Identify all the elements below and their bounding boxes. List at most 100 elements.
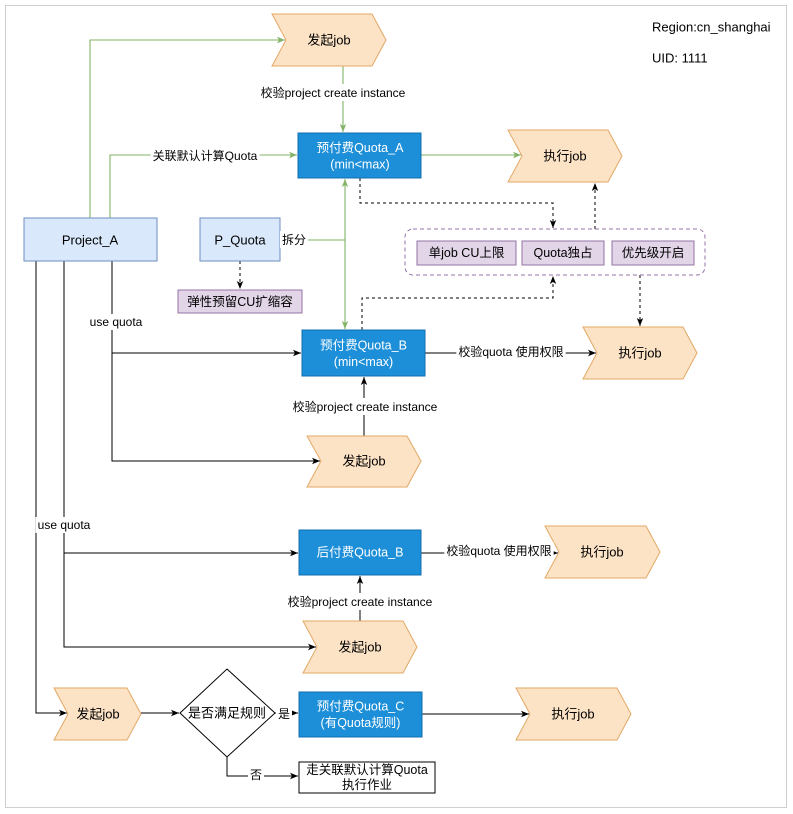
edge-label-split: 拆分	[279, 231, 309, 248]
prepaid-quota-b-title: 预付费Quota_B	[320, 339, 407, 353]
start-job-shape	[271, 13, 387, 67]
postpaid-quota-b-label: 后付费Quota_B	[317, 546, 404, 560]
exec-job-node-1: 执行job	[507, 129, 623, 183]
edge-project-a-to-start-job-1	[89, 36, 285, 218]
edge-label-bg	[275, 706, 293, 722]
rule-check-label: 是否满足规则	[188, 706, 266, 721]
edge-label-text: 拆分	[282, 232, 306, 247]
edge-label-verify-project-3: 校验project create instance	[285, 593, 435, 610]
prepaid-quota-a-subtitle: (min<max)	[330, 158, 389, 172]
start-job-label: 发起job	[307, 33, 350, 48]
elastic-cu-box	[177, 289, 303, 314]
edge-label-bg	[285, 593, 435, 610]
start-job-label: 发起job	[76, 707, 119, 722]
p-quota-node: P_Quota	[199, 217, 281, 262]
default-quota-job-node: 走关联默认计算Quota 执行作业	[298, 761, 436, 794]
exec-job-shape	[582, 326, 698, 380]
exec-job-shape	[544, 525, 661, 579]
prepaid-quota-c-title: 预付费Quota_C	[317, 700, 405, 714]
start-job-node-1: 发起job	[271, 13, 387, 67]
exec-job-node-3: 执行job	[544, 525, 661, 579]
elastic-cu-node: 弹性预留CU扩缩容	[177, 289, 303, 314]
prepaid-quota-c-box	[298, 691, 423, 738]
exec-job-label: 执行job	[543, 149, 586, 164]
start-job-shape	[306, 435, 422, 488]
edge-label-bg	[258, 84, 408, 101]
edge-quota-a-to-policies	[359, 178, 557, 228]
edge-label-link-default-quota: 关联默认计算Quota	[150, 147, 260, 164]
edge-label-text: 关联默认计算Quota	[153, 148, 258, 163]
uid-label: UID: 1111	[652, 51, 708, 66]
project-a-box	[23, 217, 158, 262]
start-job-node-4: 发起job	[53, 687, 142, 741]
prepaid-quota-b-box	[301, 329, 426, 377]
policy-priority-label: 优先级开启	[622, 246, 685, 260]
edge-rule-check-no	[226, 757, 298, 780]
postpaid-quota-b-node: 后付费Quota_B	[298, 529, 422, 576]
edge-label-use-quota-2: use quota	[35, 517, 93, 533]
edge-label-bg	[247, 767, 265, 783]
rule-check-diamond	[179, 668, 276, 758]
edge-label-verify-project-2: 校验project create instance	[290, 398, 440, 415]
start-job-node-3: 发起job	[302, 620, 418, 674]
diagram-frame	[5, 5, 787, 808]
default-quota-job-line-1: 走关联默认计算Quota	[306, 762, 428, 777]
exec-job-label: 执行job	[551, 707, 594, 722]
edge-label-verify-project-1: 校验project create instance	[258, 84, 408, 101]
default-quota-job-line-2: 执行作业	[342, 778, 392, 792]
edge-label-text: 校验project create instance	[293, 399, 438, 414]
edge-label-text: 是	[278, 707, 290, 721]
elastic-cu-label: 弹性预留CU扩缩容	[187, 294, 293, 309]
start-job-shape	[302, 620, 418, 674]
policy-priority: 优先级开启	[611, 240, 695, 266]
policy-container-border	[404, 228, 706, 276]
edge-label-text: 否	[250, 768, 262, 782]
policy-container: 单job CU上限 Quota独占 优先级开启	[404, 228, 706, 276]
project-a-label: Project_A	[62, 233, 119, 248]
edge-project-a-to-quota-a	[109, 151, 297, 218]
rule-check-decision: 是否满足规则	[179, 668, 276, 758]
exec-job-label: 执行job	[580, 545, 623, 560]
edge-label-text: 校验quota 使用权限	[446, 543, 551, 558]
edge-label-use-quota-1: use quota	[87, 314, 145, 330]
prepaid-quota-c-node: 预付费Quota_C (有Quota规则)	[298, 691, 423, 738]
exec-job-shape	[515, 687, 632, 741]
edge-label-text: 校验project create instance	[288, 594, 433, 609]
prepaid-quota-c-subtitle: (有Quota规则)	[321, 715, 401, 730]
exec-job-shape	[507, 129, 623, 183]
policy-exclusive-label: Quota独占	[533, 245, 592, 260]
policy-priority-box	[611, 240, 695, 266]
prepaid-quota-a-box	[297, 132, 422, 179]
policy-exclusive-box	[521, 240, 605, 266]
edge-label-bg	[150, 147, 260, 164]
edge-label-bg	[444, 542, 554, 559]
edge-label-text: use quota	[38, 518, 91, 532]
edge-label-bg	[290, 398, 440, 415]
start-job-label: 发起job	[338, 640, 381, 655]
start-job-node-2: 发起job	[306, 435, 422, 488]
edge-label-yes: 是	[275, 706, 293, 722]
edge-project-a-to-start-job-3	[63, 261, 316, 651]
region-label: Region:cn_shanghai	[652, 20, 771, 35]
edge-label-text: 校验quota 使用权限	[458, 344, 563, 359]
start-job-shape	[53, 687, 142, 741]
edge-label-text: use quota	[90, 315, 143, 329]
start-job-label: 发起job	[342, 454, 385, 469]
policy-cu-limit-label: 单job CU上限	[429, 246, 505, 260]
project-a-node: Project_A	[23, 217, 158, 262]
edge-project-a-to-start-job-4	[35, 261, 67, 717]
exec-job-label: 执行job	[618, 346, 661, 361]
default-quota-job-box	[298, 761, 436, 794]
postpaid-quota-b-box	[298, 529, 422, 576]
policy-cu-limit: 单job CU上限	[416, 240, 517, 266]
edge-quota-b-to-policies	[361, 276, 557, 330]
edge-label-verify-quota-1: 校验quota 使用权限	[456, 343, 566, 360]
prepaid-quota-b-subtitle: (min<max)	[334, 355, 393, 369]
prepaid-quota-a-node: 预付费Quota_A (min<max)	[297, 132, 422, 179]
policy-exclusive: Quota独占	[521, 240, 605, 266]
prepaid-quota-a-title: 预付费Quota_A	[317, 141, 405, 155]
prepaid-quota-b-node: 预付费Quota_B (min<max)	[301, 329, 426, 377]
edge-label-bg	[279, 231, 309, 248]
edge-label-bg	[35, 517, 93, 533]
